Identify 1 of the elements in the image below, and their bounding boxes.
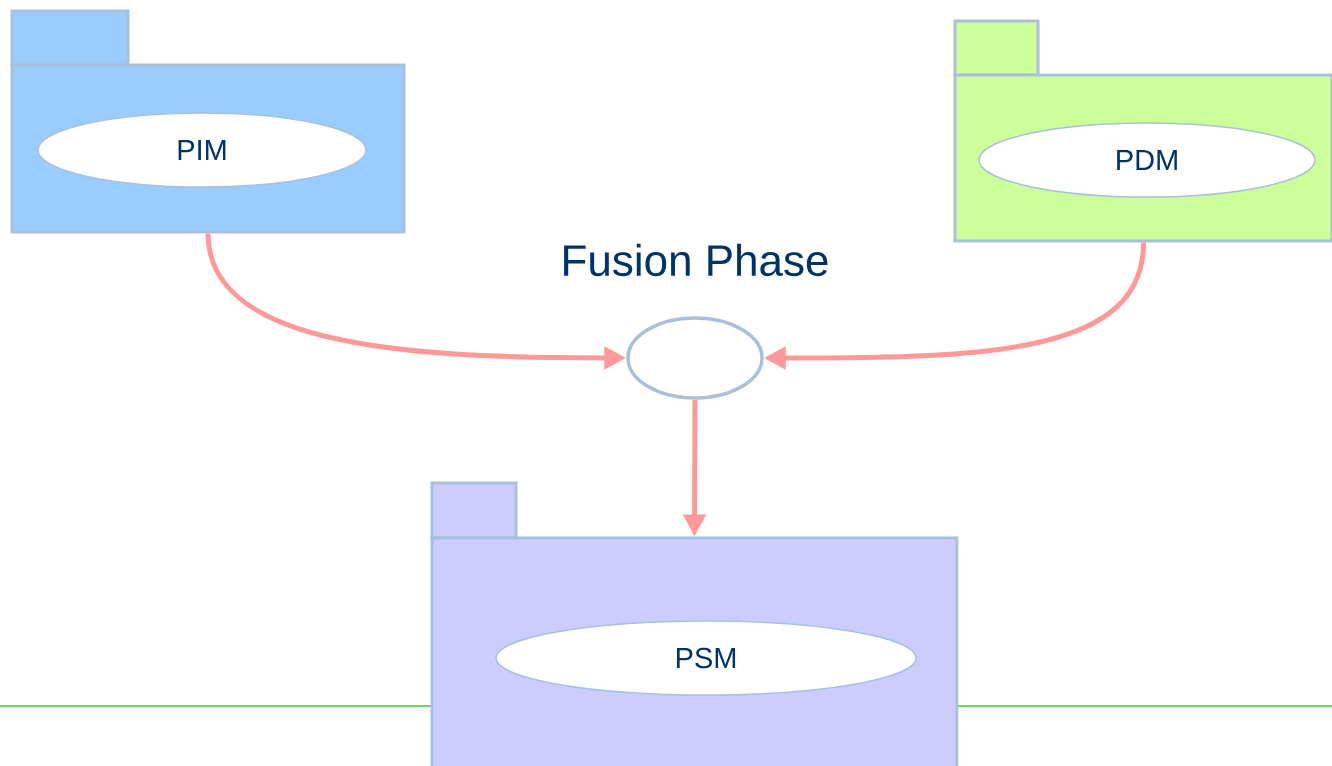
heading: Fusion Phase	[564, 243, 828, 277]
